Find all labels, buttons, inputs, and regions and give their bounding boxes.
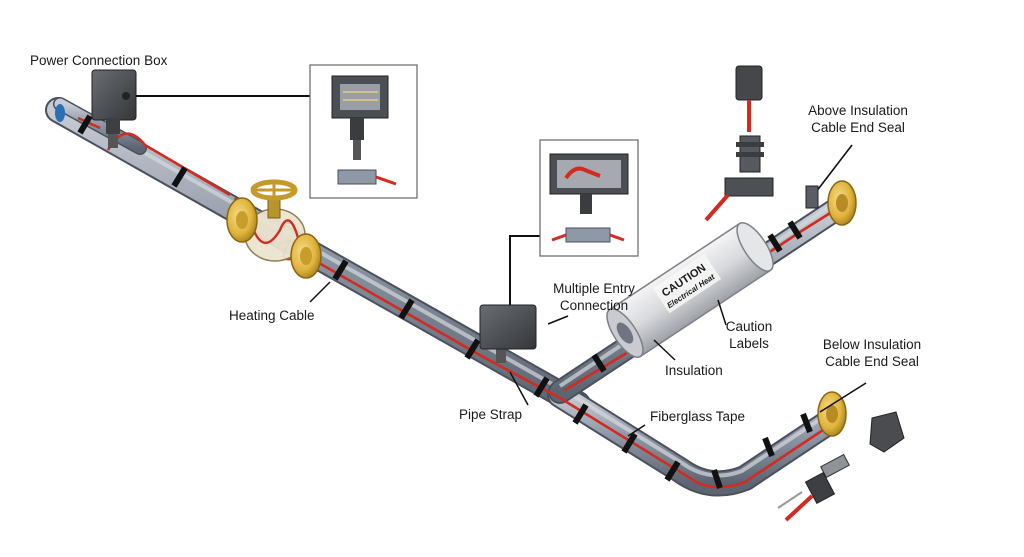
lower-end-flange xyxy=(817,391,847,437)
label-caution-labels-line2: Labels xyxy=(729,336,769,351)
label-pipe-strap: Pipe Strap xyxy=(459,407,523,422)
above-seal-on-pipe xyxy=(805,185,819,209)
multiple-entry-inset xyxy=(539,139,639,257)
multiple-entry-box xyxy=(479,304,537,363)
valve xyxy=(226,179,322,279)
label-below-seal-line1: Below Insulation xyxy=(822,337,922,352)
upper-pipe xyxy=(53,97,147,155)
label-multiple-entry-line1: Multiple Entry xyxy=(553,281,635,296)
lower-pipe xyxy=(547,382,845,497)
label-above-seal-line1: Above Insulation xyxy=(808,103,908,118)
label-above-seal-line2: Cable End Seal xyxy=(811,120,905,135)
above-seal-leader xyxy=(815,144,853,193)
label-above-insulation-seal: Above Insulation Cable End Seal xyxy=(800,102,916,136)
fiberglass-tape-bands xyxy=(77,114,813,489)
label-insulation: Insulation xyxy=(665,363,723,378)
branch-end-flange xyxy=(827,180,857,226)
label-leader-lines xyxy=(309,281,727,437)
below-insulation-end-seal-part xyxy=(777,411,905,522)
below-seal-leader xyxy=(819,382,867,413)
power-box-inset xyxy=(309,64,418,199)
label-power-connection-box: Power Connection Box xyxy=(30,53,168,68)
label-fiberglass-tape: Fiberglass Tape xyxy=(650,409,746,424)
label-heating-cable: Heating Cable xyxy=(229,308,315,323)
label-multiple-entry-connection: Multiple Entry Connection xyxy=(544,280,644,314)
multiple-entry-leader xyxy=(509,235,540,305)
label-multiple-entry-line2: Connection xyxy=(559,298,629,313)
label-below-insulation-seal: Below Insulation Cable End Seal xyxy=(812,336,932,370)
above-insulation-end-seal-part xyxy=(704,65,774,222)
label-below-seal-line2: Cable End Seal xyxy=(825,354,919,369)
label-caution-labels: Caution Labels xyxy=(721,318,777,352)
label-caution-labels-line1: Caution xyxy=(725,319,773,334)
